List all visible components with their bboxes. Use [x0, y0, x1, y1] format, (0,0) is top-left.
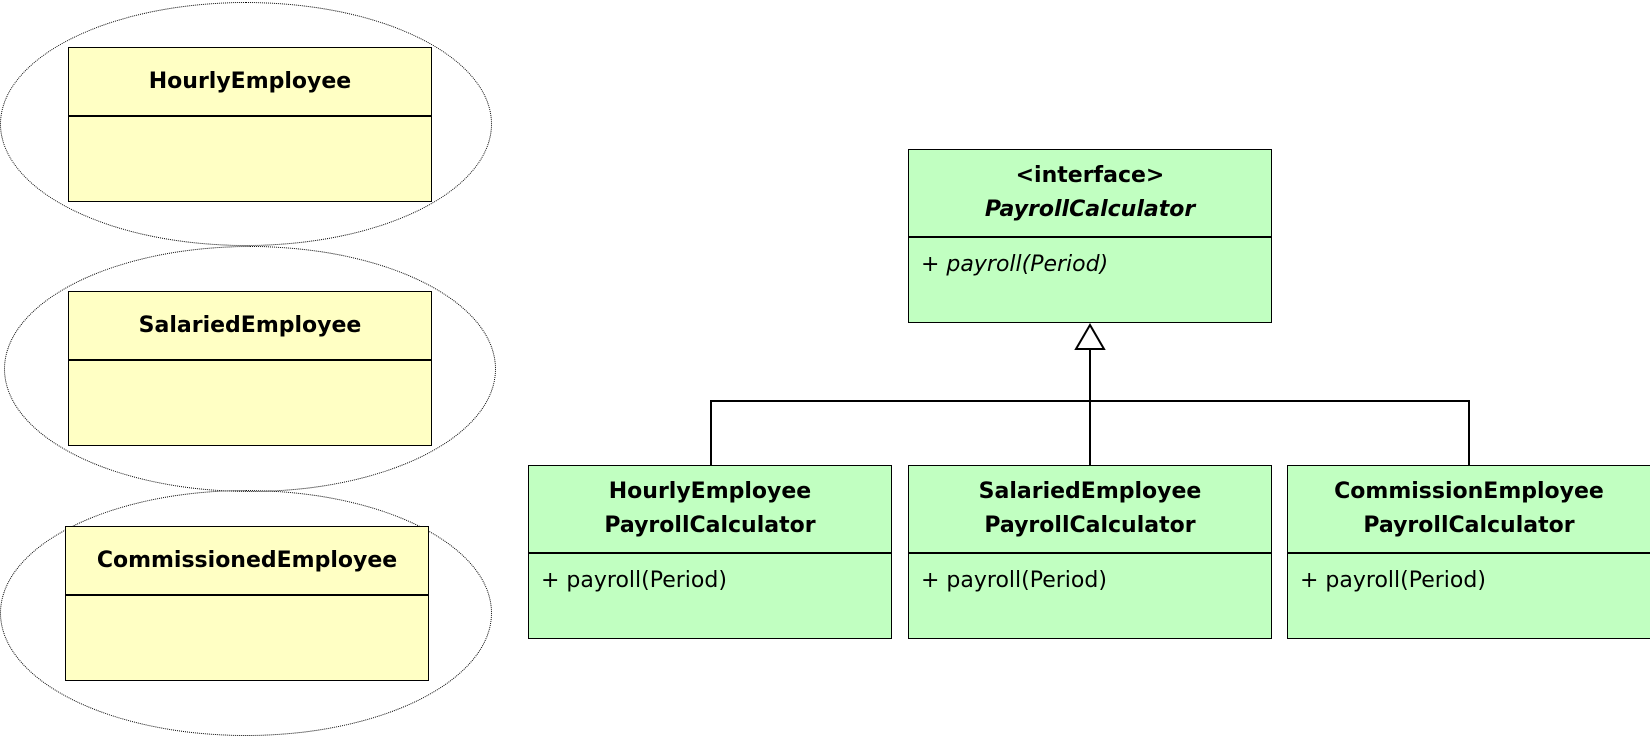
class-name: HourlyEmployee [69, 48, 431, 117]
realization-arrowhead [1074, 323, 1106, 350]
class-name-line1: CommissionEmployee [1334, 479, 1604, 504]
interface-stereotype: <interface> [1015, 163, 1165, 188]
class-commissioned-employee: CommissionedEmployee [65, 526, 429, 681]
class-name-line2: PayrollCalculator [1363, 513, 1575, 538]
interface-method: + payroll(Period) [921, 252, 1109, 277]
class-header: CommissionEmployee PayrollCalculator [1288, 466, 1650, 554]
interface-name: PayrollCalculator [984, 197, 1196, 222]
class-method: + payroll(Period) [541, 568, 727, 593]
interface-header: <interface> PayrollCalculator [909, 150, 1271, 238]
class-method: + payroll(Period) [1300, 568, 1486, 593]
class-name: CommissionedEmployee [66, 527, 428, 596]
class-hourly-employee: HourlyEmployee [68, 47, 432, 202]
class-name-text: HourlyEmployee [148, 68, 352, 94]
class-name-text: CommissionedEmployee [96, 547, 398, 573]
class-header: HourlyEmployee PayrollCalculator [529, 466, 891, 554]
class-commission-employee-payroll-calculator: CommissionEmployee PayrollCalculator + p… [1287, 465, 1650, 639]
class-name-text: SalariedEmployee [138, 312, 362, 338]
commissioned-grouping-ellipse [0, 490, 492, 736]
class-salaried-employee-payroll-calculator: SalariedEmployee PayrollCalculator + pay… [908, 465, 1272, 639]
class-header: SalariedEmployee PayrollCalculator [909, 466, 1271, 554]
class-name-line1: SalariedEmployee [978, 479, 1202, 504]
interface-payroll-calculator: <interface> PayrollCalculator + payroll(… [908, 149, 1272, 323]
class-name-line2: PayrollCalculator [604, 513, 816, 538]
class-name-line2: PayrollCalculator [984, 513, 1196, 538]
class-name: SalariedEmployee [69, 292, 431, 361]
class-hourly-employee-payroll-calculator: HourlyEmployee PayrollCalculator + payro… [528, 465, 892, 639]
class-method: + payroll(Period) [921, 568, 1107, 593]
hourly-grouping-ellipse [0, 2, 492, 246]
class-salaried-employee: SalariedEmployee [68, 291, 432, 446]
class-name-line1: HourlyEmployee [608, 479, 812, 504]
